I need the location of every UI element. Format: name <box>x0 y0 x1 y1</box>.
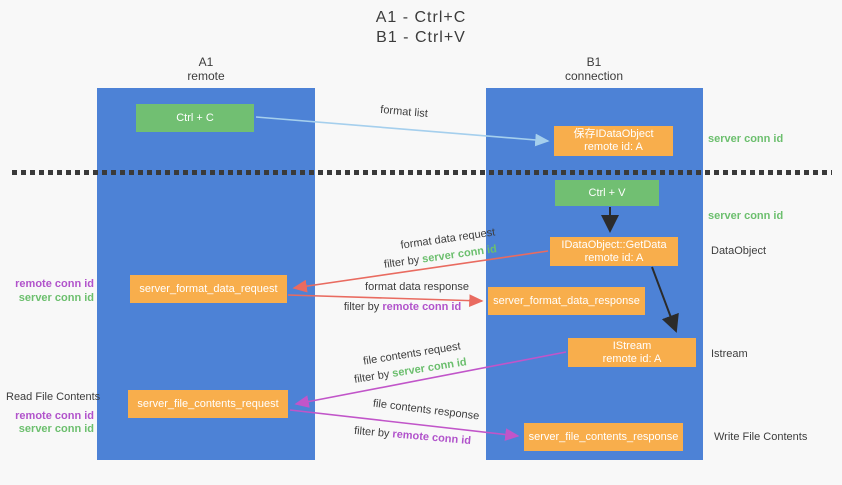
server-format-data-request-node: server_format_data_request <box>130 275 287 303</box>
title-line-1: A1 - Ctrl+C <box>375 9 467 26</box>
save-dataobject-line1: 保存IDataObject <box>573 128 654 140</box>
file-contents-response-filter-label: filter by remote conn id <box>340 424 486 450</box>
getdata-node: IDataObject::GetData remote id: A <box>550 237 678 266</box>
server-file-contents-response-label: server_file_contents_response <box>528 430 679 443</box>
lifeline-b1-header: B1 connection <box>534 55 654 83</box>
diagram-title: A1 - Ctrl+C B1 - Ctrl+V <box>0 8 842 48</box>
server-file-contents-request-node: server_file_contents_request <box>128 390 288 418</box>
lifeline-a1-role: remote <box>187 69 225 83</box>
istream-node: IStream remote id: A <box>568 338 696 367</box>
server-format-data-response-label: server_format_data_response <box>493 294 640 307</box>
server-file-contents-response-node: server_file_contents_response <box>524 423 683 451</box>
istream-line2: remote id: A <box>602 352 662 365</box>
remote-conn-id-key: remote conn id <box>382 301 462 313</box>
format-data-response-label: format data response <box>365 281 469 293</box>
server-conn-id-annotation-left-1: server conn id <box>18 292 94 304</box>
format-data-response-filter-label: filter by remote conn id <box>330 301 475 314</box>
filter-by-text: filter by <box>343 301 383 313</box>
filter-by-text: filter by <box>353 367 394 386</box>
file-contents-response-label: file contents response <box>372 397 480 423</box>
server-conn-id-annotation-top: server conn id <box>708 133 784 145</box>
lifeline-a1-name: A1 <box>198 55 214 69</box>
save-dataobject-line2: remote id: A <box>584 141 643 153</box>
dataobject-annotation: DataObject <box>711 245 767 257</box>
getdata-line2: remote id: A <box>584 251 644 264</box>
getdata-line1: IDataObject::GetData <box>561 238 667 251</box>
ctrl-c-label: Ctrl + C <box>176 111 214 124</box>
lifeline-b1-name: B1 <box>586 55 602 69</box>
filter-by-text: filter by <box>383 253 424 271</box>
istream-annotation: Istream <box>711 348 748 360</box>
filter-by-text: filter by <box>353 424 393 441</box>
format-list-label: format list <box>379 103 429 121</box>
remote-conn-id-annotation-left-2: remote conn id <box>15 410 94 422</box>
server-format-data-request-label: server_format_data_request <box>139 282 278 295</box>
remote-conn-id-annotation-left-1: remote conn id <box>15 278 94 290</box>
server-file-contents-request-label: server_file_contents_request <box>137 397 279 410</box>
ctrl-c-action: Ctrl + C <box>136 104 254 132</box>
server-conn-id-annotation-mid: server conn id <box>708 210 784 222</box>
lifeline-b1-role: connection <box>564 69 624 83</box>
istream-line1: IStream <box>612 339 652 352</box>
lifeline-a1-header: A1 remote <box>146 55 266 83</box>
write-file-contents-annotation: Write File Contents <box>714 431 808 443</box>
server-conn-id-annotation-left-2: server conn id <box>18 423 94 435</box>
title-line-2: B1 - Ctrl+V <box>376 29 466 46</box>
remote-conn-id-key: remote conn id <box>391 428 472 448</box>
read-file-contents-annotation: Read File Contents <box>6 391 101 403</box>
save-dataobject-node: 保存IDataObject remote id: A <box>554 126 673 156</box>
server-format-data-response-node: server_format_data_response <box>488 287 645 315</box>
ctrl-v-label: Ctrl + V <box>588 186 626 199</box>
ctrl-v-action: Ctrl + V <box>555 180 659 206</box>
session-separator-line <box>12 170 832 175</box>
